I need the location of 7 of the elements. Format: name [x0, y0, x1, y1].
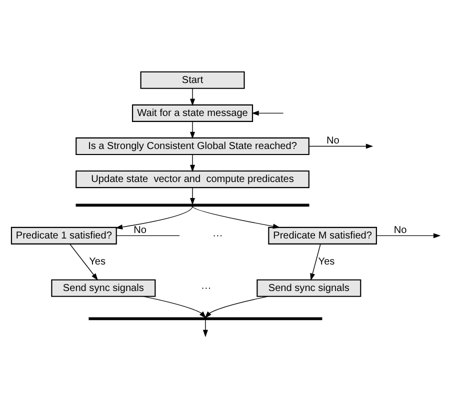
edge-label: No: [326, 135, 340, 146]
label: ···: [201, 282, 212, 294]
edge-label: No: [394, 224, 407, 236]
label: ···: [212, 230, 223, 241]
edge-label: No: [134, 224, 147, 236]
edge-label: Yes: [318, 256, 335, 268]
edge-label: Yes: [89, 256, 106, 268]
